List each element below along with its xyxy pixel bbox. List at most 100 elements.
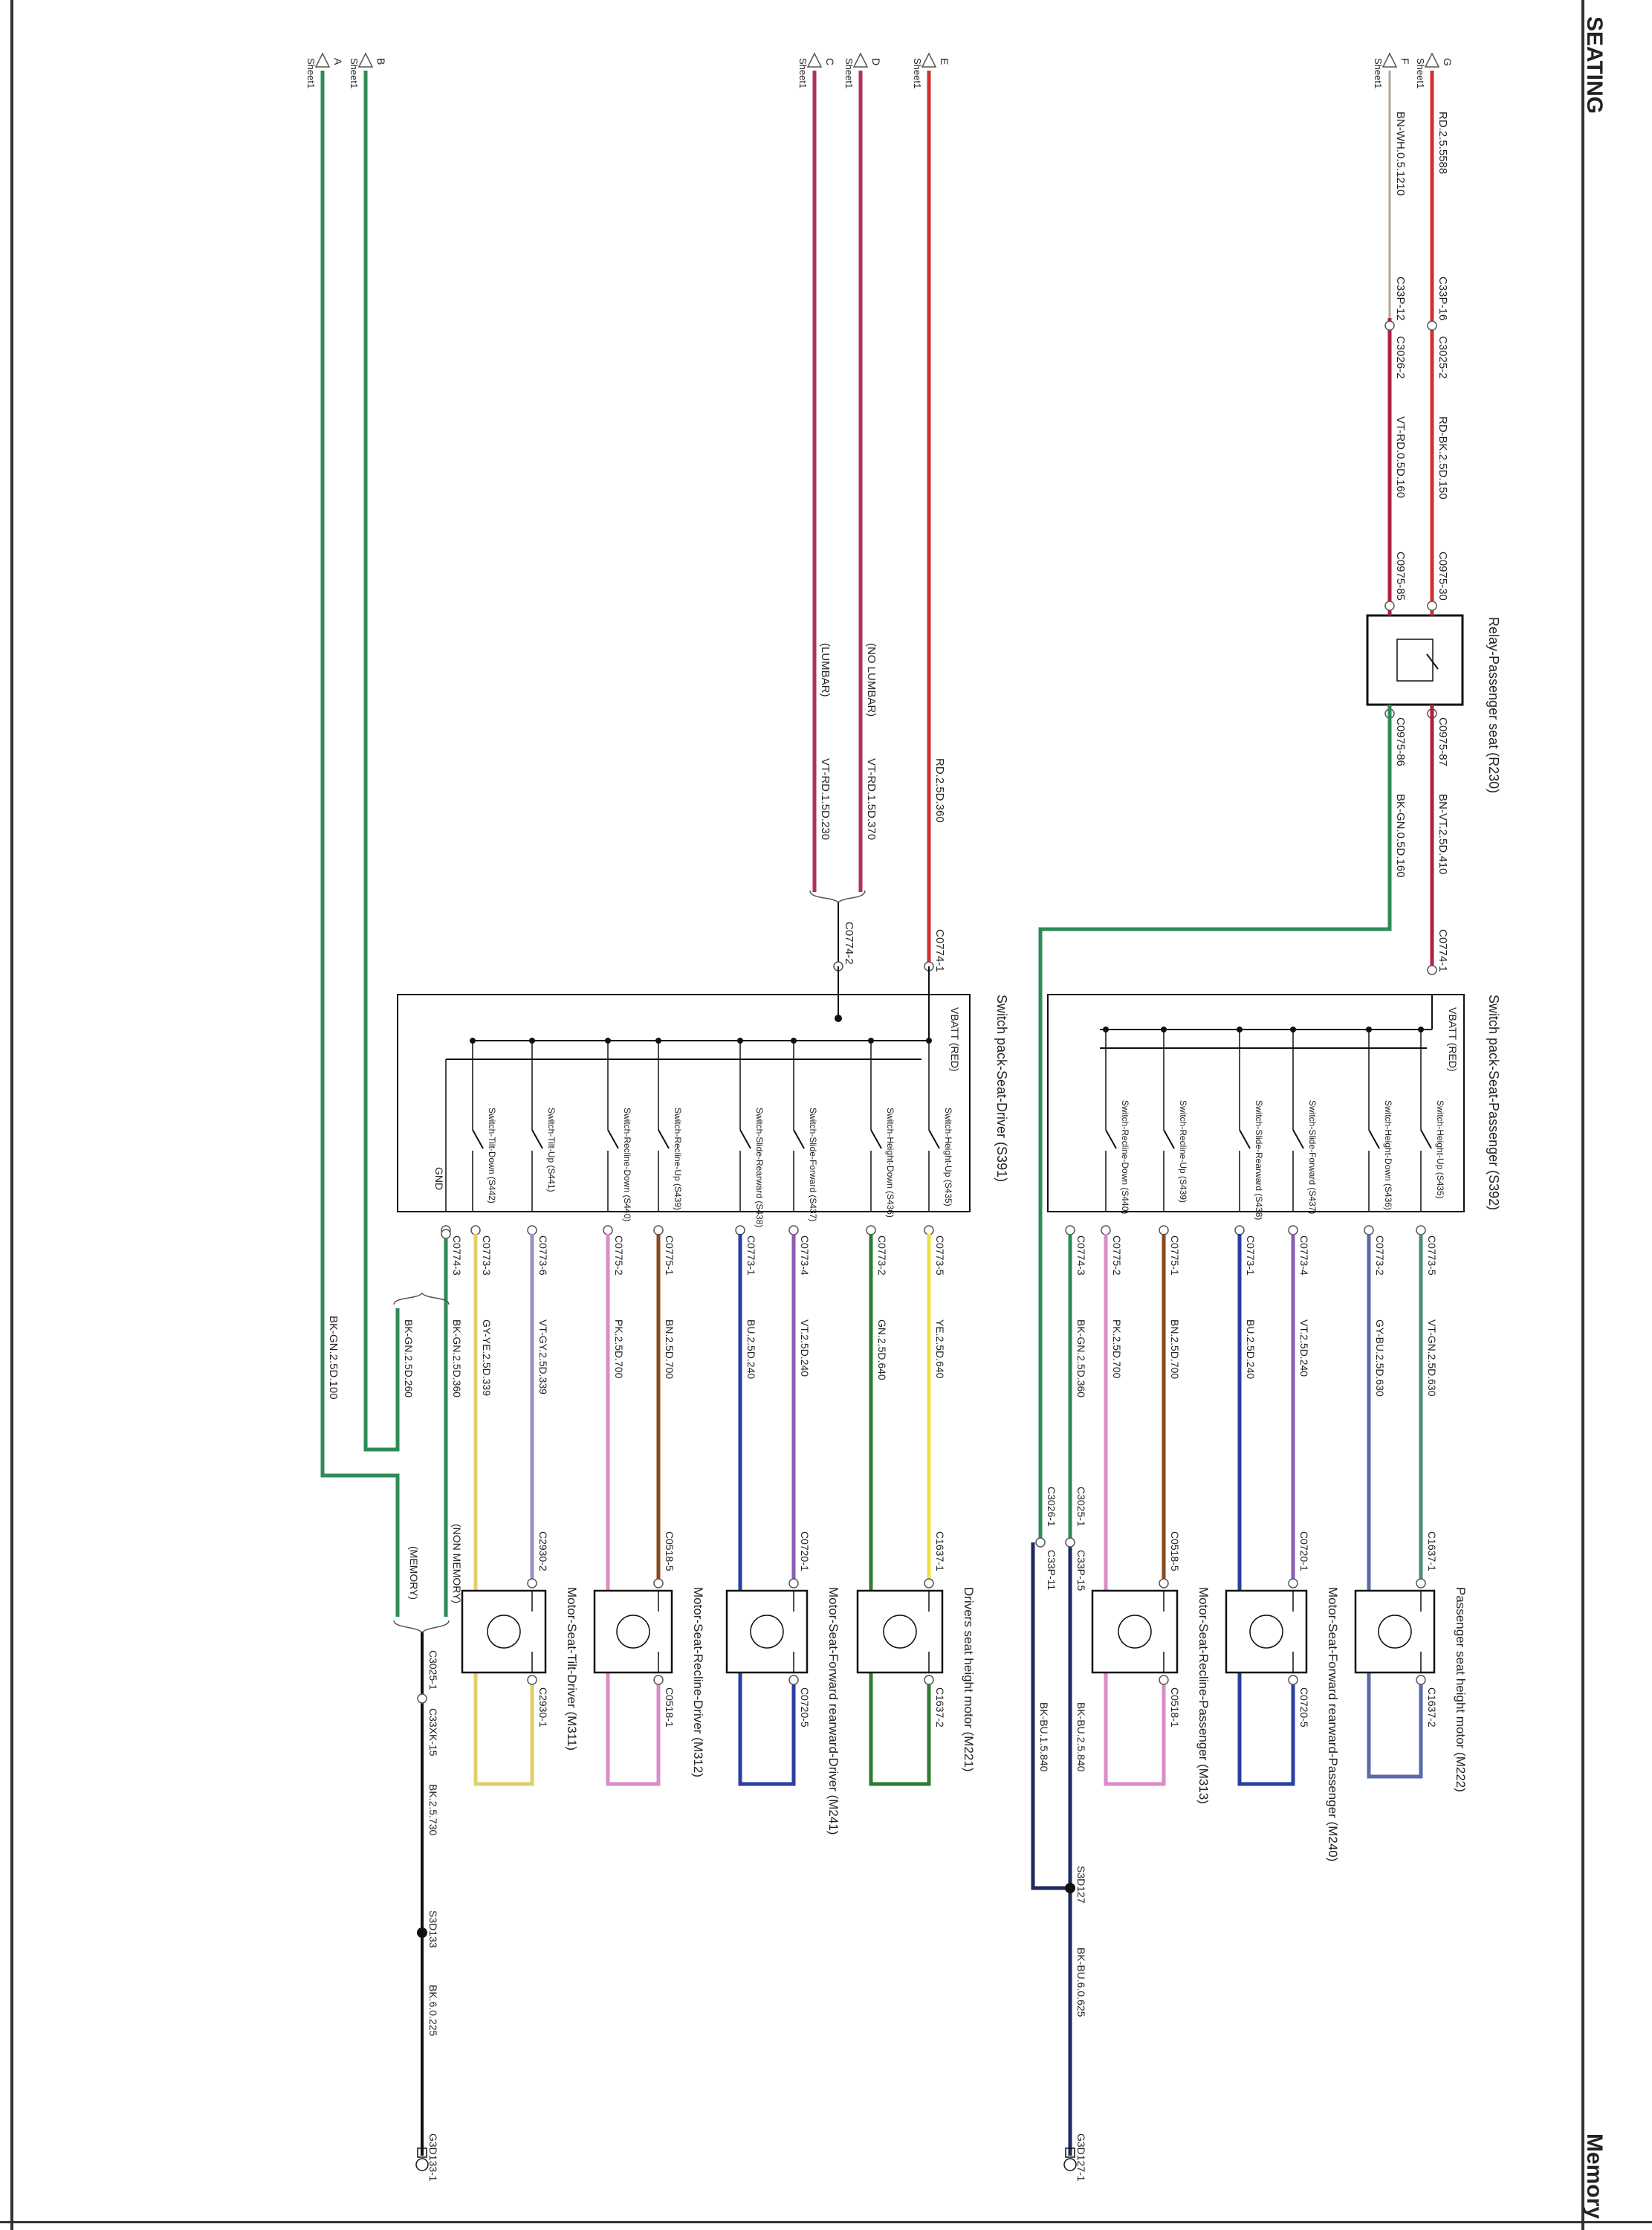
switch-label: Switch-Height-Up (S435) [943, 1108, 953, 1206]
wire-label: VT-RD.1.5D.370 [865, 758, 878, 840]
connector-pin [1288, 1675, 1298, 1685]
wire-label: BK-BU.2.5.840 [1075, 1702, 1087, 1772]
switch-label: Switch-Height-Down (S436) [1383, 1100, 1393, 1210]
connector-pin [1416, 1578, 1426, 1589]
left-border-line [10, 0, 13, 2230]
sheet-ref-label: Sheet1 [1415, 58, 1426, 88]
switch-node-dot [1237, 1027, 1243, 1032]
connector-label: C0975-30 [1436, 552, 1449, 601]
connector-label: C0773-5 [934, 1235, 946, 1276]
sheet-ref-letter: C [824, 58, 836, 65]
motor-label: Motor-Seat-Forward rearward-Passenger (M… [1326, 1587, 1340, 1861]
top-border-line [1581, 0, 1584, 2230]
wire-label: RD-BK.2.5D.150 [1436, 416, 1449, 500]
connector-label: C0773-4 [799, 1235, 811, 1276]
connector-label: C3026-2 [1394, 336, 1407, 379]
switch-node-dot [926, 1038, 932, 1044]
switch-blade [1292, 1129, 1304, 1149]
switch-label: Switch-Recline-Up (S439) [673, 1108, 683, 1210]
right-border-line [0, 2221, 1652, 2223]
splice-dot [835, 1015, 842, 1022]
connector-pin [924, 1675, 934, 1685]
connector-pin [1427, 965, 1437, 975]
wire-label: VT.2.5D.240 [799, 1319, 811, 1377]
sheet-ref-letter: D [870, 58, 882, 65]
motor-icon [487, 1615, 521, 1649]
motor-icon [883, 1615, 917, 1649]
sheet-ref-label: Sheet1 [305, 58, 317, 88]
connector-label: C33P-16 [1436, 277, 1449, 320]
connector-label: C3025-2 [1436, 336, 1449, 379]
switch-blade [793, 1129, 805, 1149]
switch-blade [1368, 1129, 1380, 1149]
connector-pin [924, 1225, 934, 1235]
connector-pin [653, 1225, 664, 1235]
connector-label: C0775-1 [664, 1235, 676, 1276]
wire-label: BK-GN.2.5D.100 [327, 1316, 340, 1400]
connector-pin [1065, 1537, 1075, 1548]
connector-label: C2930-1 [537, 1687, 549, 1728]
ground-label: G3D133-1 [427, 2133, 439, 2182]
connector-label: C0775-2 [613, 1235, 625, 1276]
switch-blade [870, 1129, 882, 1149]
motor-icon [1378, 1615, 1412, 1649]
connector-label: C33P-11 [1046, 1550, 1057, 1590]
motor-label: Motor-Seat-Recline-Passenger (M313) [1196, 1587, 1211, 1804]
connector-label: C0773-4 [1298, 1235, 1310, 1276]
motor-icon [1249, 1615, 1283, 1649]
connector-label: C0774-3 [1075, 1235, 1087, 1276]
connector-pin [441, 1229, 451, 1239]
switch-blade [1105, 1129, 1117, 1149]
switch-blade [1163, 1129, 1175, 1149]
wire-label: GY-YE.2.5D.339 [481, 1319, 493, 1396]
switch-label: Switch-Slide-Rearward (S438) [1254, 1100, 1264, 1220]
motor-label: Motor-Seat-Tilt-Driver (M311) [565, 1587, 579, 1751]
connector-pin [1416, 1225, 1426, 1235]
connector-label: C0975-85 [1394, 552, 1407, 601]
vbatt-label: VBATT (RED) [949, 1007, 961, 1072]
connector-pin [417, 1693, 427, 1704]
switch-node-dot [1103, 1027, 1109, 1032]
connector-label: C33P-12 [1394, 277, 1407, 320]
connector-label: C2930-2 [537, 1531, 549, 1571]
connector-pin [1101, 1225, 1111, 1235]
sheet-ref-arrow [1424, 52, 1440, 68]
connector-label: C0773-2 [876, 1235, 888, 1276]
wire-label: BK-GN.0.5D.160 [1394, 794, 1407, 878]
option-label: (NO LUMBAR) [865, 643, 878, 717]
wire-label: VT-GN.2.5D.630 [1426, 1319, 1438, 1397]
motor-label: Motor-Seat-Forward rearward-Driver (M241… [826, 1587, 840, 1835]
connector-label: C0518-5 [1169, 1531, 1181, 1571]
connector-label: C1637-2 [934, 1687, 946, 1728]
connector-pin [1288, 1578, 1298, 1589]
connector-label: C3025-1 [427, 1650, 439, 1690]
connector-label: C33P-15 [1075, 1550, 1087, 1591]
motor-icon [750, 1615, 784, 1649]
wire-label: BU.2.5D.240 [1245, 1319, 1257, 1379]
switch-pack-driver-label: Switch pack-Seat-Driver (S391) [994, 995, 1009, 1182]
wire-a-bkgn100 [320, 71, 400, 1617]
connector-pin [866, 1225, 876, 1235]
ground-symbol [1065, 2147, 1075, 2158]
switch-label: Switch-Tilt-Up (S441) [546, 1108, 557, 1192]
switch-node-dot [1290, 1027, 1296, 1032]
splice-label: S3D127 [1075, 1866, 1087, 1904]
connector-pin [788, 1578, 799, 1589]
motor-icon [616, 1615, 650, 1649]
switch-label: Switch-Tilt-Down (S442) [487, 1108, 497, 1203]
wire-label: PK.2.5D.700 [1111, 1319, 1123, 1379]
switch-blade [739, 1129, 751, 1149]
connector-pin [1159, 1578, 1169, 1589]
wire-label: VT-RD.0.5D.160 [1394, 416, 1407, 498]
wire-label: BN.2.5D.700 [1169, 1319, 1181, 1379]
connector-label: C1637-2 [1426, 1687, 1438, 1728]
wire-label: BK.6.0.225 [427, 1985, 439, 2036]
wire-label: BK.2.5.730 [427, 1784, 439, 1835]
connector-pin [1159, 1225, 1169, 1235]
switch-pack-passenger-label: Switch pack-Seat-Passenger (S392) [1486, 995, 1501, 1210]
connector-pin [1416, 1675, 1426, 1685]
ground-brace [393, 1620, 450, 1634]
wire-label: RD.2.5.5588 [1436, 112, 1449, 174]
wire-label: BN-VT.2.5D.410 [1436, 794, 1449, 874]
